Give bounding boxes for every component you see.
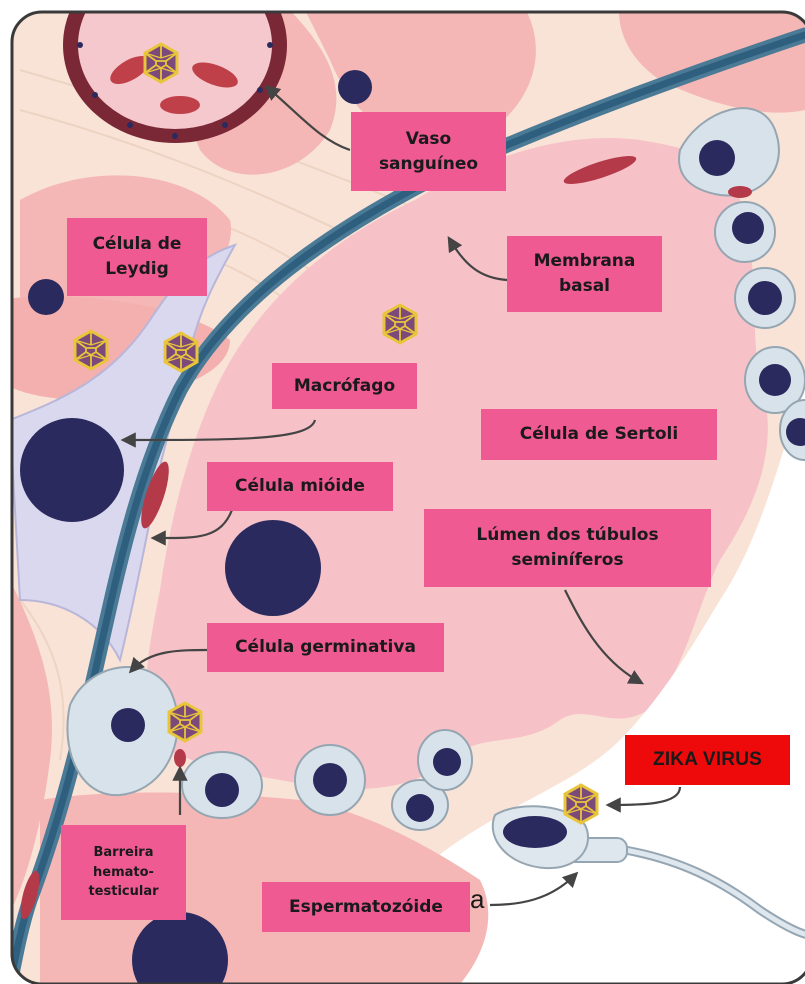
nucleus bbox=[338, 70, 372, 104]
label-celula-de-leydig: Célula de Leydig bbox=[67, 218, 207, 296]
zika-virus-particle bbox=[384, 305, 416, 343]
leydig-nucleus bbox=[28, 279, 64, 315]
label-celula-de-sertoli: Célula de Sertoli bbox=[481, 409, 717, 460]
label-barreira-hemato-testicular: Barreira hemato- testicular bbox=[61, 825, 186, 920]
zika-virus-particle bbox=[565, 785, 597, 823]
stray-letter: a bbox=[470, 884, 484, 915]
label-lumen-tubulos-seminiferos: Lúmen dos túbulos seminíferos bbox=[424, 509, 711, 587]
label-vaso-sanguineo: Vaso sanguíneo bbox=[351, 112, 506, 191]
label-zika-virus: ZIKA VIRUS bbox=[625, 735, 790, 785]
sertoli-nucleus bbox=[225, 520, 321, 616]
label-macrofago: Macrófago bbox=[272, 363, 417, 409]
label-espermatozoide: Espermatozóide bbox=[262, 882, 470, 932]
zika-virus-particle bbox=[75, 331, 107, 369]
label-celula-germinativa: Célula germinativa bbox=[207, 623, 444, 672]
label-membrana-basal: Membrana basal bbox=[507, 236, 662, 312]
zika-virus-particle bbox=[169, 703, 201, 741]
zika-virus-particle bbox=[165, 333, 197, 371]
label-celula-mioide: Célula mióide bbox=[207, 462, 393, 511]
zika-virus-particle bbox=[145, 44, 177, 82]
macrophage-nucleus bbox=[20, 418, 124, 522]
